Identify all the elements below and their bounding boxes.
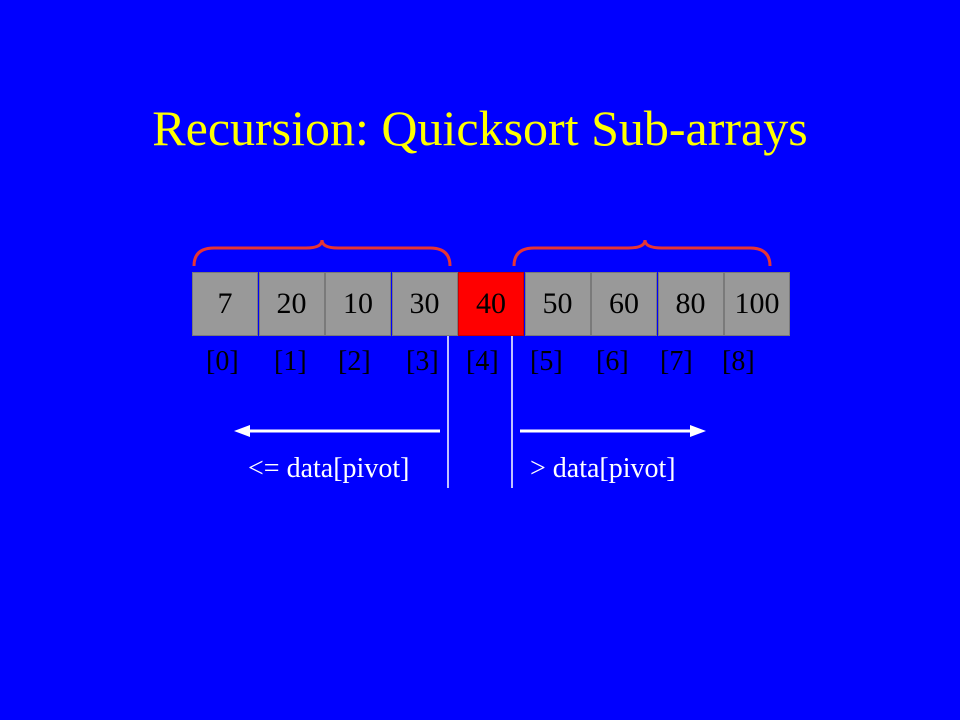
array-cell-6: 60 — [591, 272, 657, 336]
index-label-5: [5] — [530, 346, 563, 377]
right-arrow — [520, 425, 706, 437]
left-partition-label: <= data[pivot] — [248, 453, 410, 484]
index-label-2: [2] — [338, 346, 371, 377]
array-cell-2: 10 — [325, 272, 391, 336]
array-cell-5: 50 — [524, 272, 591, 336]
index-label-3: [3] — [406, 346, 439, 377]
index-label-0: [0] — [206, 346, 239, 377]
pivot-cell: 40 — [458, 272, 524, 336]
right-partition-label: > data[pivot] — [530, 453, 676, 484]
array-cell-7: 80 — [657, 272, 724, 336]
array-cells: 7 20 10 30 40 50 60 80 100 — [192, 272, 791, 336]
index-label-4: [4] — [466, 346, 499, 377]
slide-title: Recursion: Quicksort Sub-arrays — [152, 100, 808, 156]
index-label-7: [7] — [660, 346, 693, 377]
index-label-6: [6] — [596, 346, 629, 377]
right-subarray-brace — [512, 239, 772, 267]
left-arrow — [234, 425, 440, 437]
left-subarray-brace — [192, 239, 452, 267]
array-cell-3: 30 — [391, 272, 458, 336]
array-cell-8: 100 — [724, 272, 790, 336]
array-cell-1: 20 — [258, 272, 325, 336]
index-label-8: [8] — [722, 346, 755, 377]
array-cell-0: 7 — [192, 272, 258, 336]
index-label-1: [1] — [274, 346, 307, 377]
